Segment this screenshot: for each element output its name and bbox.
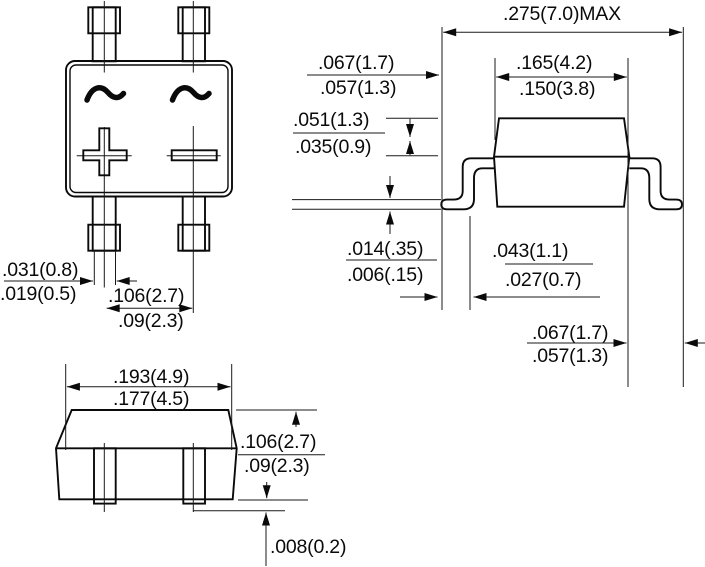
dim-lead-left-min-label: .057(1.3) (320, 77, 396, 99)
dim-body-top-width-min-label: .150(3.8) (519, 78, 595, 100)
dim-body-height-max-label: .106(2.7) (240, 431, 316, 453)
body-lower (493, 156, 631, 208)
dim-cap-height-max-label: .051(1.3) (293, 109, 369, 131)
dim-lead-width-max-label: .031(0.8) (2, 259, 78, 281)
dim-foot-length-min-label: .027(0.7) (505, 269, 581, 291)
dim-overall-width-label: .275(7.0)MAX (503, 3, 621, 25)
body-top-trapezoid (492, 117, 631, 158)
dim-cap-height-min-label: .035(0.9) (295, 136, 371, 158)
dim-body-height-min-label: .09(2.3) (244, 455, 310, 477)
body-outline-outer (65, 60, 233, 198)
ac-symbol-icon-left (84, 85, 127, 103)
pin-lead-bottom-right (181, 195, 206, 252)
pin-lead-top-right (181, 6, 206, 63)
leg-right (182, 447, 206, 505)
side-view: .275(7.0)MAX .067(1.7) .057(1.3) .165(4.… (292, 3, 705, 387)
dim-lead-width-min-label: .019(0.5) (0, 283, 76, 305)
minus-symbol-icon (170, 149, 218, 162)
dim-lead-spacing-max-label: .106(2.7) (108, 285, 184, 307)
ac-symbol-icon-right (169, 85, 212, 103)
dim-lead-thickness-max-label: .014(.35) (347, 238, 423, 260)
gullwing-lead-left (440, 157, 494, 211)
body-outline-inner (69, 64, 229, 194)
dim-lead-spacing-min-label: .09(2.3) (118, 310, 184, 332)
dim-lead-left-max-label: .067(1.7) (318, 52, 394, 74)
dim-standoff-label: .008(0.2) (270, 536, 346, 558)
top-view: .031(0.8) .019(0.5) .106(2.7) .09(2.3) (0, 1, 233, 332)
dim-lead-thickness-min-label: .006(.15) (347, 264, 423, 286)
plus-symbol-icon (82, 127, 128, 177)
dim-body-width-min-label: .177(4.5) (113, 388, 189, 410)
front-view: .193(4.9) .177(4.5) .106(2.7) .09(2.3) .… (55, 364, 346, 566)
dim-lead-right-max-label: .067(1.7) (532, 322, 608, 344)
leg-left (93, 447, 117, 505)
dim-lead-right-min-label: .057(1.3) (532, 345, 608, 367)
body-outline (55, 409, 238, 501)
dim-body-top-width-max-label: .165(4.2) (516, 52, 592, 74)
gullwing-lead-right (629, 157, 683, 211)
dim-foot-length-max-label: .043(1.1) (492, 240, 568, 262)
dim-body-width-max-label: .193(4.9) (113, 366, 189, 388)
